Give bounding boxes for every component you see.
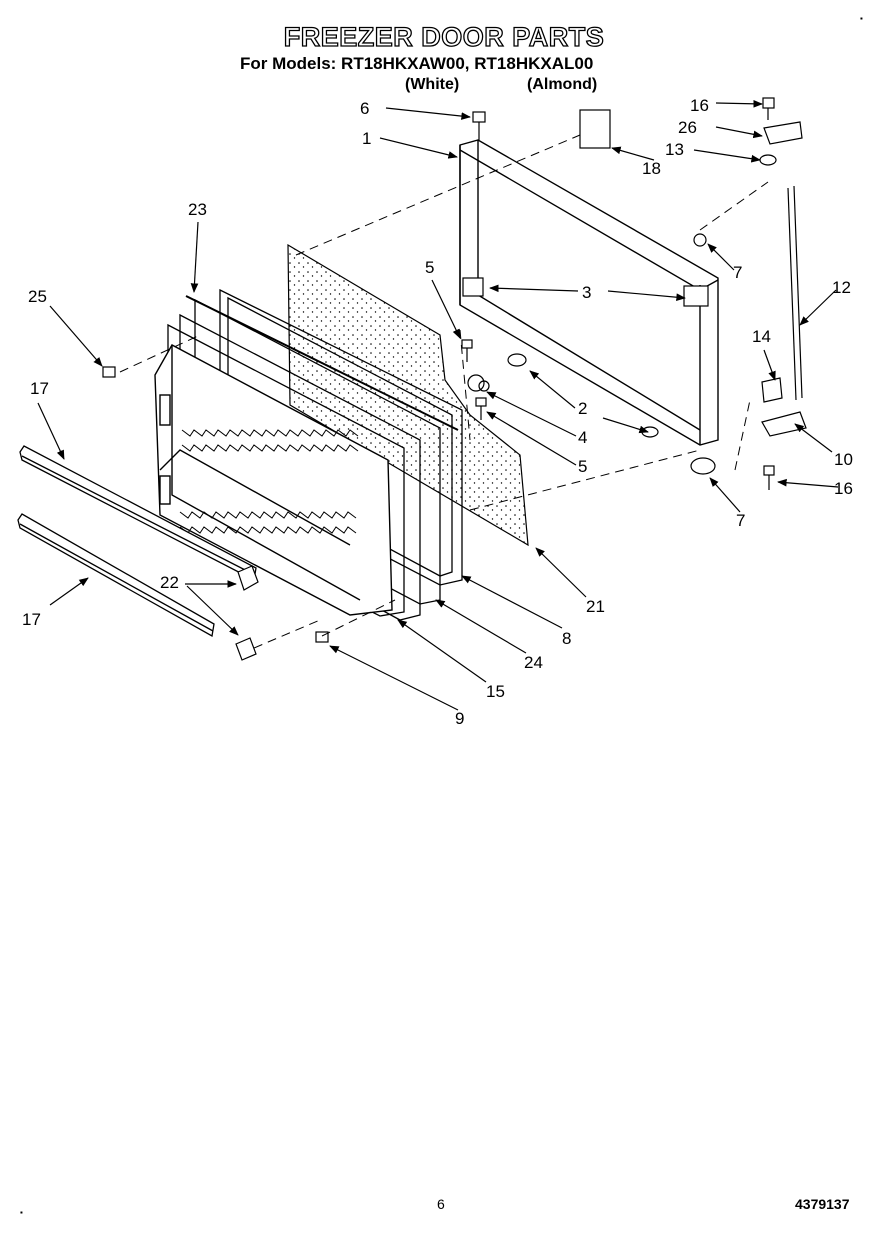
callout-14: 14: [752, 327, 771, 346]
variant-almond: (Almond): [527, 76, 598, 93]
models-subtitle: For Models: RT18HKXAW00, RT18HKXAL00: [240, 54, 594, 73]
page-title: FREEZER DOOR PARTS: [283, 21, 605, 52]
callout-7: 7: [733, 263, 742, 282]
callout-15: 15: [486, 682, 505, 701]
leader-arrows: [37, 99, 839, 711]
callout-labels: 6 1 18 16 26 13 7 5 3 2 4 5 7 12 14 10 1…: [22, 96, 853, 728]
shelf-bars: [17, 445, 257, 638]
callout-13: 13: [665, 140, 684, 159]
page-number: 6: [437, 1196, 445, 1212]
callout-26: 26: [678, 118, 697, 137]
callout-18: 18: [642, 159, 661, 178]
liner-ribs: [179, 429, 359, 534]
callout-9: 9: [455, 709, 464, 728]
callout-16: 16: [834, 479, 853, 498]
callout-5: 5: [578, 457, 587, 476]
door-hinge-parts: [759, 121, 807, 437]
callout-17: 17: [22, 610, 41, 629]
callout-24: 24: [524, 653, 543, 672]
variant-white: (White): [405, 76, 460, 93]
inner-door-liner: [154, 344, 393, 616]
assembly-lines: [119, 134, 769, 649]
callout-23: 23: [188, 200, 207, 219]
callout-4: 4: [578, 428, 587, 447]
callout-12: 12: [832, 278, 851, 297]
corner-mark: ▪: [860, 14, 863, 23]
callout-16: 16: [690, 96, 709, 115]
callout-1: 1: [362, 129, 371, 148]
document-number: 4379137: [795, 1196, 850, 1212]
shelf-end-caps: [235, 565, 259, 661]
callout-8: 8: [562, 629, 571, 648]
callout-6: 6: [360, 99, 369, 118]
callout-5: 5: [425, 258, 434, 277]
gasket-strip: [185, 295, 459, 431]
corner-mark: ▪: [20, 1208, 23, 1217]
screw: [102, 97, 775, 643]
callout-25: 25: [28, 287, 47, 306]
callout-22: 22: [160, 573, 179, 592]
callout-10: 10: [834, 450, 853, 469]
callout-7: 7: [736, 511, 745, 530]
callout-17: 17: [30, 379, 49, 398]
door-label-square: [579, 109, 611, 149]
callout-2: 2: [578, 399, 587, 418]
callout-3: 3: [582, 283, 591, 302]
callout-21: 21: [586, 597, 605, 616]
